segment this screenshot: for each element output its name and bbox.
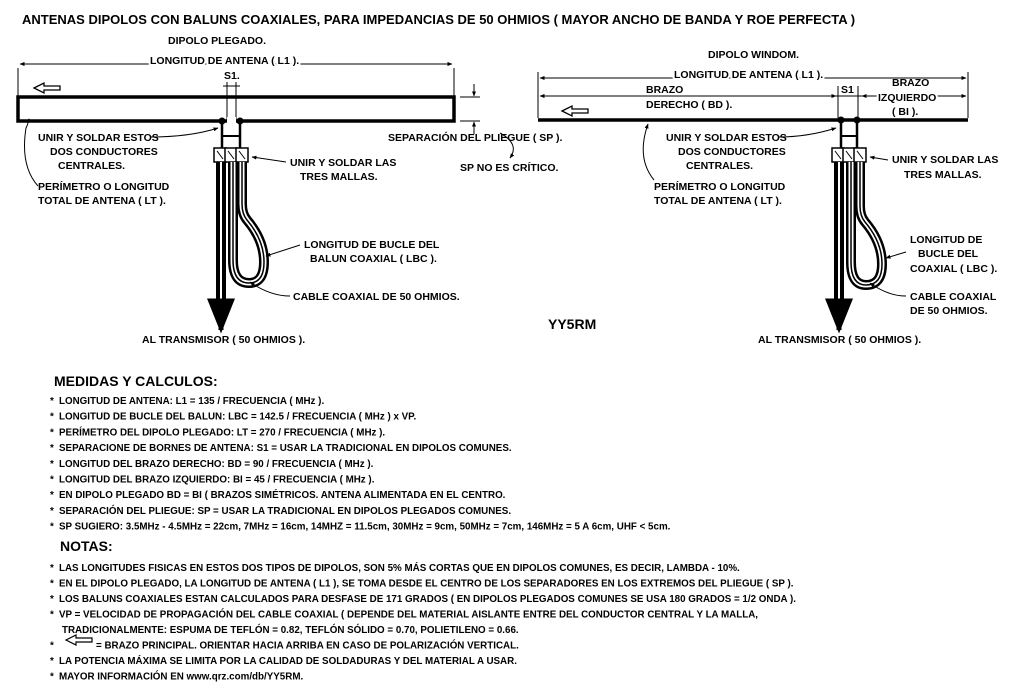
folded-solder-shields-2: TRES MALLAS. [300,171,378,183]
windom-bi-label-3: ( BI ). [892,106,918,118]
note-bullet: * [50,641,54,652]
folded-perimeter-1: PERÍMETRO O LONGITUD [38,180,170,193]
windom-solder-shields-1: UNIR Y SOLDAR LAS [892,154,998,166]
folded-balun-coax [213,147,270,308]
main-arm-arrow-icon [32,81,61,95]
note-item: LOS BALUNS COAXIALES ESTAN CALCULADOS PA… [59,594,796,605]
note-item: TRADICIONALMENTE: ESPUMA DE TEFLÓN = 0.8… [62,624,519,636]
windom-balun-coax [831,147,888,308]
windom-loop-2: BUCLE DEL [918,248,979,260]
notes-heading: NOTAS: [60,538,113,554]
folded-l1-label: LONGITUD DE ANTENA ( L1 ). [150,55,299,67]
windom-bi-label-2: IZQUIERDO [878,92,936,104]
note-bullet: * [50,656,54,667]
measure-item: LONGITUD DE BUCLE DEL BALUN: LBC = 142.5… [59,412,416,423]
author-callsign: YY5RM [548,316,596,332]
folded-perimeter-2: TOTAL DE ANTENA ( LT ). [38,195,166,207]
windom-s1-label: S1 [841,84,854,96]
windom-perimeter-1: PERÍMETRO O LONGITUD [654,180,786,193]
note-bullet: * [50,579,54,590]
folded-solder-center-1: UNIR Y SOLDAR ESTOS [38,132,159,144]
windom-cable-2: DE 50 OHMIOS. [910,305,988,317]
notes-section: NOTAS: * LAS LONGITUDES FISICAS EN ESTOS … [50,538,796,683]
windom-loop-1: LONGITUD DE [910,234,982,246]
measure-bullet: * [50,396,54,407]
measure-item: SEPARACIÓN DEL PLIEGUE: SP = USAR LA TRA… [59,505,511,517]
folded-sp-label: SEPARACIÓN DEL PLIEGUE ( SP ). [388,131,563,144]
measure-bullet: * [50,459,54,470]
note-bullet: * [50,563,54,574]
main-arm-arrow-icon [560,104,589,118]
measure-item: SP SUGIERO: 3.5MHz - 4.5MHz = 22cm, 7MHz… [59,522,671,533]
measure-bullet: * [50,427,54,438]
note-item: VP = VELOCIDAD DE PROPAGACIÓN DEL CABLE … [59,609,758,621]
windom-solder-center-1: UNIR Y SOLDAR ESTOS [666,132,787,144]
measure-bullet: * [50,490,54,501]
measure-bullet: * [50,522,54,533]
folded-sp-note: SP NO ES CRÍTICO. [460,161,558,174]
measure-item: PERÍMETRO DEL DIPOLO PLEGADO: LT = 270 /… [59,426,385,438]
main-arm-arrow-icon [64,634,93,646]
windom-bi-label-1: BRAZO [892,77,929,89]
measures-heading: MEDIDAS Y CALCULOS: [54,373,218,389]
page-title: ANTENAS DIPOLOS CON BALUNS COAXIALES, PA… [22,12,855,27]
folded-cable-label: CABLE COAXIAL DE 50 OHMIOS. [293,291,460,303]
measure-item: SEPARACIONE DE BORNES DE ANTENA: S1 = US… [59,443,512,454]
note-bullet: * [50,672,54,683]
folded-s1-label: S1. [224,70,240,82]
note-bullet: * [50,594,54,605]
note-bullet: * [50,610,54,621]
measure-item: EN DIPOLO PLEGADO BD = BI ( BRAZOS SIMÉT… [59,489,506,501]
note-item: EN EL DIPOLO PLEGADO, LA LONGITUD DE ANT… [59,579,794,590]
folded-solder-shields-1: UNIR Y SOLDAR LAS [290,157,396,169]
note-item: LA POTENCIA MÁXIMA SE LIMITA POR LA CALI… [59,655,517,667]
folded-tx-label: AL TRANSMISOR ( 50 OHMIOS ). [142,334,305,346]
measure-bullet: * [50,475,54,486]
measure-item: LONGITUD DEL BRAZO DERECHO: BD = 90 / FR… [59,459,374,470]
notes-list: * LAS LONGITUDES FISICAS EN ESTOS DOS TIP… [50,562,796,683]
folded-heading: DIPOLO PLEGADO. [168,35,266,47]
windom-solder-center-2: DOS CONDUCTORES [678,146,786,158]
windom-l1-label: LONGITUD DE ANTENA ( L1 ). [674,69,823,81]
windom-bd-label-1: BRAZO [646,84,683,96]
folded-solder-center-2: DOS CONDUCTORES [50,146,158,158]
measure-item: LONGITUD DE ANTENA: L1 = 135 / FRECUENCI… [59,396,324,407]
note-item: = BRAZO PRINCIPAL. ORIENTAR HACIA ARRIBA… [96,640,519,652]
windom-tx-label: AL TRANSMISOR ( 50 OHMIOS ). [758,334,921,346]
windom-dipole: DIPOLO WINDOM. LONGITUD DE ANTENA ( L1 )… [537,49,998,346]
measure-bullet: * [50,506,54,517]
note-item: LAS LONGITUDES FISICAS EN ESTOS DOS TIPO… [59,562,740,574]
windom-bd-label-2: DERECHO ( BD ). [646,99,732,111]
windom-solder-shields-2: TRES MALLAS. [904,169,982,181]
windom-cable-1: CABLE COAXIAL [910,291,997,303]
windom-heading: DIPOLO WINDOM. [708,49,799,61]
windom-solder-center-3: CENTRALES. [686,160,753,172]
measure-bullet: * [50,412,54,423]
windom-perimeter-2: TOTAL DE ANTENA ( LT ). [654,195,782,207]
measures-section: MEDIDAS Y CALCULOS: * LONGITUD DE ANTENA:… [50,373,671,533]
windom-loop-3: COAXIAL ( LBC ). [910,263,997,275]
folded-loop-1: LONGITUD DE BUCLE DEL [304,239,440,251]
folded-solder-center-3: CENTRALES. [58,160,125,172]
measure-item: LONGITUD DEL BRAZO IZQUIERDO: BI = 45 / … [59,475,375,486]
note-item: MAYOR INFORMACIÓN EN www.qrz.com/db/YY5R… [59,671,303,683]
measures-list: * LONGITUD DE ANTENA: L1 = 135 / FRECUENC… [50,396,671,533]
folded-dipole: DIPOLO PLEGADO. LONGITUD DE ANTENA ( L1 … [16,35,563,346]
measure-bullet: * [50,443,54,454]
folded-loop-2: BALUN COAXIAL ( LBC ). [310,253,437,265]
